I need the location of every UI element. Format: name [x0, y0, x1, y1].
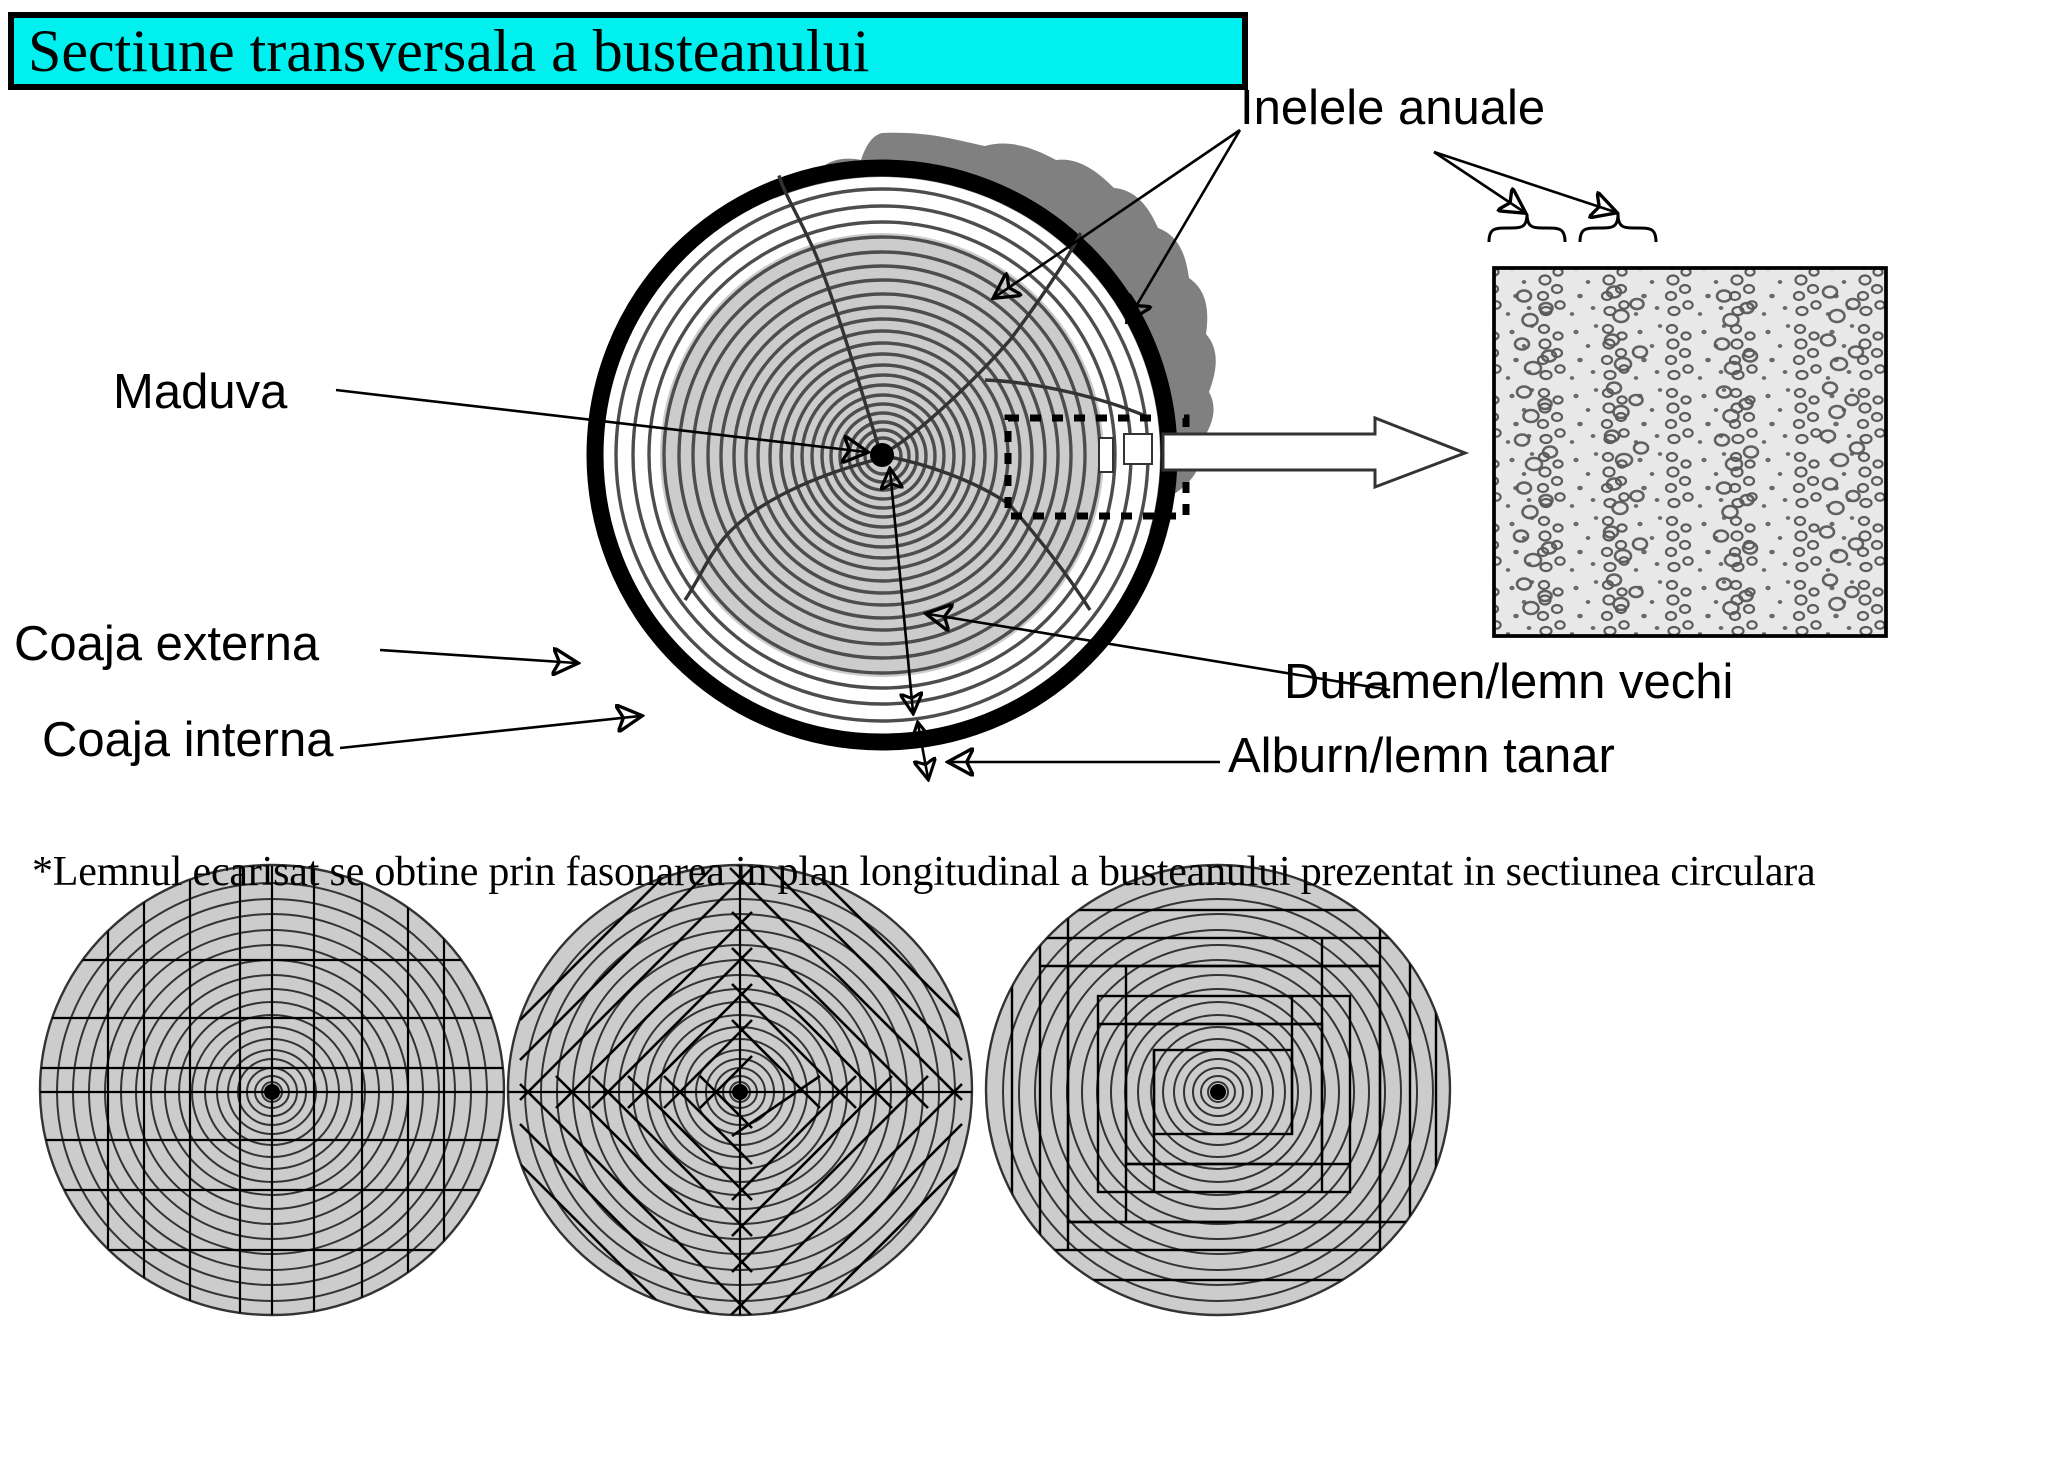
- sample-chip-2: [1123, 433, 1153, 465]
- pith-dot: [870, 443, 894, 467]
- label-inner-bark: Coaja interna: [42, 713, 334, 767]
- figure-caption: *Lemnul ecarisat se obtine prin fasonare…: [32, 849, 1816, 895]
- label-outer-bark: Coaja externa: [14, 617, 320, 671]
- page-title: Sectiune transversala a busteanului: [28, 18, 870, 84]
- label-sapwood: Alburn/lemn tanar: [1228, 729, 1615, 783]
- label-heartwood: Duramen/lemn vechi: [1284, 655, 1734, 709]
- wood-cell-magnification: [1492, 266, 1888, 638]
- page-title-box: Sectiune transversala a busteanului: [8, 12, 1248, 90]
- sample-chip-1: [1098, 437, 1114, 473]
- label-annual-rings: Inelele anuale: [1240, 81, 1546, 135]
- magnify-block-arrow: [1161, 415, 1470, 490]
- ring-braces: [1487, 213, 1658, 243]
- sawing-pattern-quarter-sawn: [506, 863, 974, 1317]
- sawing-pattern-boxed-heart: [984, 863, 1452, 1317]
- label-pith: Maduva: [113, 365, 288, 419]
- leader-lines: [335, 128, 1615, 778]
- log-cross-section: [586, 132, 1216, 751]
- sawing-pattern-through-and-through: [38, 863, 506, 1317]
